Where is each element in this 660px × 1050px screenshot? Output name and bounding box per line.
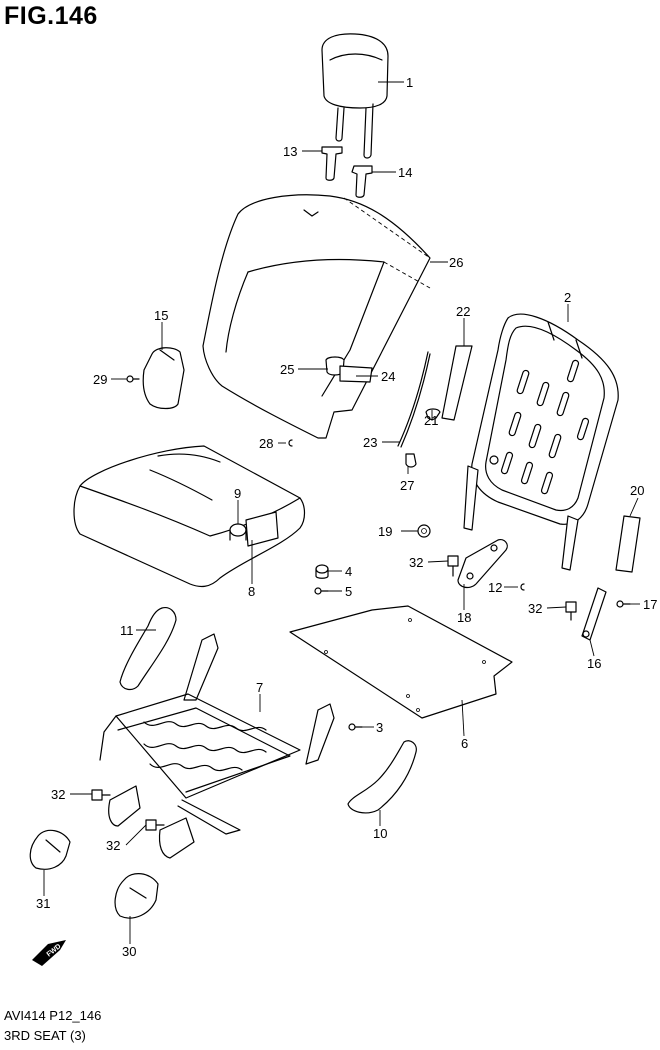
callout-8: 8 [248, 584, 255, 599]
part-9-plug[interactable] [229, 523, 247, 541]
part-20-cover[interactable] [615, 515, 641, 573]
part-18-hinge-bracket[interactable] [457, 539, 508, 589]
callout-3: 3 [376, 720, 383, 735]
part-32-bolt-lower-center[interactable] [145, 819, 165, 831]
callout-28: 28 [259, 436, 273, 451]
part-13-headrest-guide[interactable] [321, 146, 343, 181]
callout-25: 25 [280, 362, 294, 377]
part-32-bolt-right[interactable] [565, 601, 577, 621]
callout-11: 11 [120, 623, 134, 638]
callout-19: 19 [378, 524, 392, 539]
part-27-hook[interactable] [405, 453, 417, 468]
callout-10: 10 [373, 826, 387, 841]
callout-23: 23 [363, 435, 377, 450]
part-32-bolt-lower-left[interactable] [91, 789, 111, 801]
callout-32a: 32 [409, 555, 423, 570]
diagram-code: AVI414 P12_146 [4, 1008, 102, 1023]
part-30-cap[interactable] [114, 873, 159, 919]
part-23-wire[interactable] [397, 351, 431, 448]
part-2-seatback-frame[interactable] [463, 313, 619, 571]
part-12-clip[interactable] [520, 583, 525, 591]
part-32-bolt-upper[interactable] [447, 555, 459, 577]
callout-9: 9 [234, 486, 241, 501]
part-11-side-cover[interactable] [119, 607, 177, 691]
leader-lines [43, 81, 640, 944]
callout-6: 6 [461, 736, 468, 751]
part-15-side-cover[interactable] [142, 347, 185, 410]
callout-24: 24 [381, 369, 395, 384]
part-14-headrest-guide-lock[interactable] [351, 165, 373, 198]
figure-title: FIG.146 [4, 2, 98, 30]
callout-31: 31 [36, 896, 50, 911]
part-31-cap[interactable] [29, 829, 71, 870]
part-17-screw[interactable] [616, 600, 631, 608]
callout-15: 15 [154, 308, 168, 323]
callout-14: 14 [398, 165, 412, 180]
part-29-screw[interactable] [126, 375, 140, 383]
part-22-strap[interactable] [441, 345, 473, 421]
callout-26: 26 [449, 255, 463, 270]
callout-20: 20 [630, 483, 644, 498]
callout-32d: 32 [106, 838, 120, 853]
callout-4: 4 [345, 564, 352, 579]
callout-30: 30 [122, 944, 136, 959]
callout-5: 5 [345, 584, 352, 599]
callout-2: 2 [564, 290, 571, 305]
callout-17: 17 [643, 597, 657, 612]
callout-7: 7 [256, 680, 263, 695]
callout-22: 22 [456, 304, 470, 319]
part-8-seat-cushion[interactable] [73, 445, 306, 588]
part-6-board[interactable] [289, 605, 513, 719]
part-leg-brackets [108, 785, 195, 859]
callout-32b: 32 [528, 601, 542, 616]
callout-13: 13 [283, 144, 297, 159]
callout-12: 12 [488, 580, 502, 595]
callout-21: 21 [424, 413, 438, 428]
part-10-side-cover[interactable] [347, 740, 417, 814]
callout-16: 16 [587, 656, 601, 671]
part-21-clip[interactable] [425, 408, 441, 421]
part-28-clip[interactable] [288, 439, 293, 447]
part-1-headrest[interactable] [321, 33, 389, 159]
callout-29: 29 [93, 372, 107, 387]
section-name: 3RD SEAT (3) [4, 1028, 86, 1043]
part-24-bracket[interactable] [339, 365, 373, 383]
callout-18: 18 [457, 610, 471, 625]
callout-27: 27 [400, 478, 414, 493]
part-3-screw[interactable] [348, 723, 363, 731]
part-19-nut[interactable] [417, 524, 431, 538]
fwd-direction-badge: FWD [32, 940, 66, 966]
callout-32c: 32 [51, 787, 65, 802]
part-7-seat-frame[interactable] [99, 633, 335, 835]
callout-1: 1 [406, 75, 413, 90]
callout-labels: 1 13 14 26 2 22 15 29 25 24 23 21 28 27 … [36, 75, 657, 959]
part-26-seatback-cover[interactable] [202, 194, 431, 439]
part-16-link[interactable] [581, 587, 607, 641]
part-4-nut[interactable] [315, 564, 329, 579]
